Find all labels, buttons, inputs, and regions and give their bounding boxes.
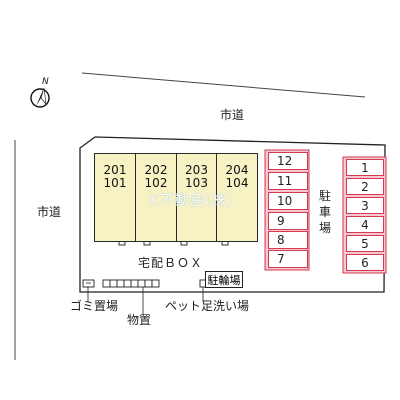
road-left-label: 市道 <box>37 205 62 219</box>
parking-stall: 2 <box>346 178 384 195</box>
parking-label-2: 車 <box>319 205 332 219</box>
unit-2: 202 102 <box>135 153 177 242</box>
unit-3: 203 103 <box>176 153 217 242</box>
compass-n-label: N <box>42 77 49 87</box>
unit-upper-number: 202 <box>144 163 168 177</box>
compass-icon <box>30 87 50 108</box>
unit-lower-number: 104 <box>225 176 249 190</box>
unit-lower-number: 103 <box>185 176 208 190</box>
parking-stall: 10 <box>268 192 308 210</box>
unit-upper-number: 201 <box>103 163 127 177</box>
watermark-text: K不動産(株) <box>150 193 234 209</box>
parking-label-3: 場 <box>319 221 332 235</box>
unit-lower-number: 101 <box>103 176 127 190</box>
parking-stall: 4 <box>346 216 384 233</box>
bike-parking: 駐輪場 <box>205 271 243 288</box>
road-top-label: 市道 <box>220 108 245 122</box>
parking-stall: 1 <box>346 159 384 176</box>
delivery-box-label: 宅配ＢＯＸ <box>138 256 204 270</box>
parking-stall: 8 <box>268 231 308 249</box>
trash-label: ゴミ置場 <box>70 299 119 313</box>
unit-upper-number: 204 <box>225 163 249 177</box>
top-road-line <box>81 72 366 98</box>
parking-stall: 5 <box>346 235 384 252</box>
pet-wash-label: ペット足洗い場 <box>165 299 250 313</box>
unit-upper-number: 203 <box>185 163 208 177</box>
parking-stall: 7 <box>268 250 308 268</box>
unit-4: 204 104 <box>216 153 258 242</box>
trash-area <box>82 279 95 288</box>
unit-1: 201 101 <box>94 153 136 242</box>
parking-stall: 11 <box>268 172 308 190</box>
parking-stall: 9 <box>268 212 308 230</box>
parking-stall: 12 <box>268 152 308 170</box>
storage-units <box>102 279 160 288</box>
parking-stall: 3 <box>346 197 384 214</box>
parking-stall: 6 <box>346 254 384 271</box>
unit-lower-number: 102 <box>144 176 168 190</box>
storage-label: 物置 <box>127 313 152 327</box>
parking-area-right <box>342 156 387 274</box>
parking-label-1: 駐 <box>319 189 332 203</box>
